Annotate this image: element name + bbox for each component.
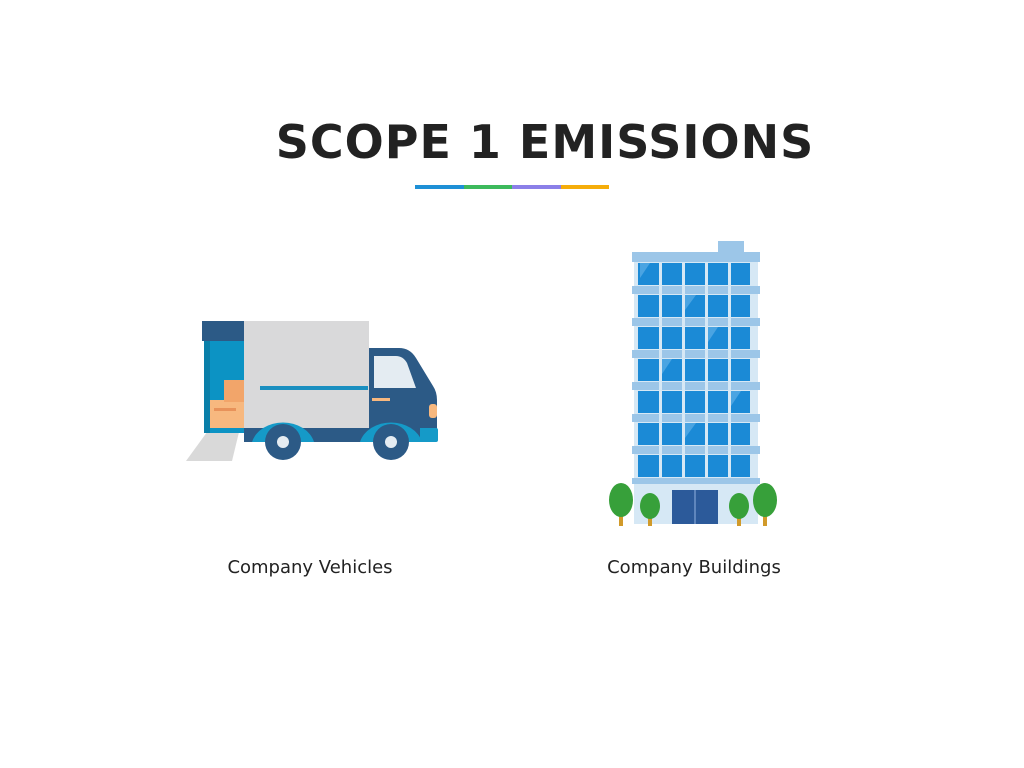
underline-segment-purple <box>512 185 561 189</box>
underline-segment-blue <box>415 185 464 189</box>
underline-segment-green <box>463 185 512 189</box>
underline-segment-yellow <box>560 185 609 189</box>
company-vehicles-label: Company Vehicles <box>227 557 393 578</box>
slide-title: SCOPE 1 EMISSIONS <box>275 115 815 169</box>
company-buildings-label: Company Buildings <box>607 557 781 578</box>
delivery-truck-icon <box>186 321 438 461</box>
office-building-icon <box>609 241 777 526</box>
title-underline <box>415 185 609 189</box>
